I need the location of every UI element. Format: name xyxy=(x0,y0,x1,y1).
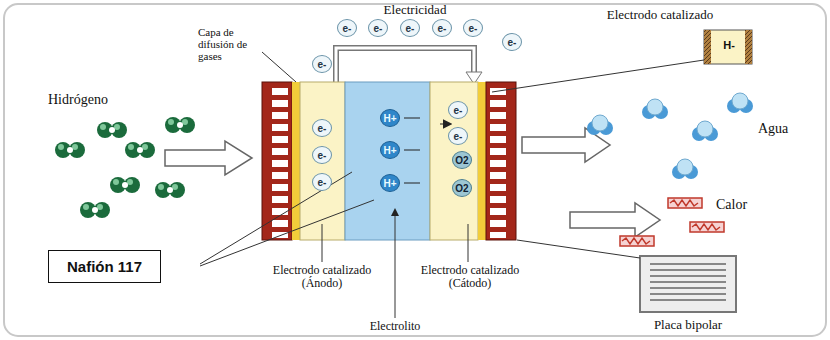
particle-circle: H+ xyxy=(380,141,400,159)
node-text: e- xyxy=(318,59,327,70)
particle-circle: e- xyxy=(312,146,332,164)
node-text: e- xyxy=(318,177,327,188)
node-text: e- xyxy=(508,37,517,48)
node-text: H+ xyxy=(383,178,396,189)
text-label: Electrodo catalizado (Ánodo) xyxy=(272,264,372,290)
node-text: H+ xyxy=(383,113,396,124)
node-text: O2 xyxy=(455,155,468,166)
node-text: e- xyxy=(438,23,447,34)
node-text: e- xyxy=(318,123,327,134)
node-text: e- xyxy=(454,105,463,116)
text-label: Hidrógeno xyxy=(48,92,158,107)
node-text: O2 xyxy=(455,183,468,194)
particle-circle: H+ xyxy=(380,174,400,192)
text-label: H- xyxy=(714,39,744,51)
node-text: Nafión 117 xyxy=(67,258,142,275)
node-text: e- xyxy=(343,23,352,34)
particle-circle: e- xyxy=(312,55,332,73)
text-label: Electrodo catalizado xyxy=(560,8,760,22)
particle-circle: e- xyxy=(432,19,452,37)
text-label: Placa bipolar xyxy=(628,318,748,332)
text-label: Agua xyxy=(758,121,814,136)
node-text: H+ xyxy=(383,145,396,156)
particle-circle: e- xyxy=(502,33,522,51)
particle-circle: e- xyxy=(448,127,468,145)
node-text: e- xyxy=(469,23,478,34)
node-text: e- xyxy=(374,23,383,34)
node-text: e- xyxy=(454,131,463,142)
particle-circle: H+ xyxy=(380,109,400,127)
text-label: Capa de difusión de gases xyxy=(198,26,264,62)
particle-circle: e- xyxy=(337,19,357,37)
particle-circle: O2 xyxy=(452,179,472,197)
text-label: Calor xyxy=(716,197,776,212)
particle-circle: e- xyxy=(463,19,483,37)
text-label: Electrodo catalizado (Cátodo) xyxy=(420,264,520,290)
text-label: Electricidad xyxy=(355,3,475,17)
label-box: Nafión 117 xyxy=(48,250,161,283)
particle-circle: e- xyxy=(448,101,468,119)
particle-circle: O2 xyxy=(452,151,472,169)
node-text: e- xyxy=(406,23,415,34)
particle-circle: e- xyxy=(400,19,420,37)
node-text: e- xyxy=(318,150,327,161)
particle-circle: e- xyxy=(368,19,388,37)
text-label: Electrolito xyxy=(340,320,450,333)
particle-circle: e- xyxy=(312,119,332,137)
particle-circle: e- xyxy=(312,173,332,191)
